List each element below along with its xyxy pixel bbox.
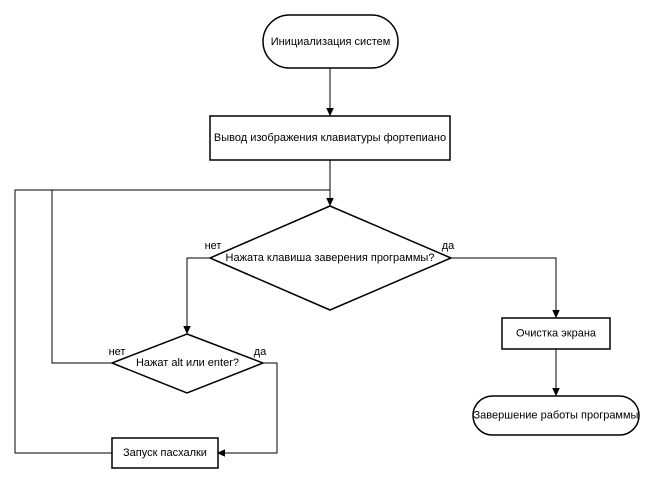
terminator-shape xyxy=(472,395,640,436)
decision-shape xyxy=(109,333,266,394)
node-finish: Завершение работы программы xyxy=(472,395,640,436)
edge-exit-no-to-alt-check xyxy=(187,257,210,333)
node-alt-check: Нажат alt или enter? xyxy=(109,333,266,394)
node-alt-check-label: Нажат alt или enter? xyxy=(136,357,239,369)
node-clear-label: Очистка экрана xyxy=(516,327,597,339)
edge-label-alt-no: нет xyxy=(109,346,126,358)
node-clear: Очистка экрана xyxy=(501,317,611,350)
decision-shape xyxy=(208,205,453,311)
node-exit-check-label: Нажата клавиша заверения программы? xyxy=(226,252,435,264)
edge-easter-egg-loop xyxy=(14,189,331,454)
node-display-label: Вывод изображения клавиатуры фортепиано xyxy=(214,132,446,144)
edge-alt-yes-to-easter-egg xyxy=(218,362,278,453)
node-init-label: Инициализация систем xyxy=(271,36,391,48)
edges xyxy=(14,68,556,454)
edge-label-exit-no: нет xyxy=(205,240,222,252)
process-shape xyxy=(209,115,451,161)
node-easter-egg-label: Запуск пасхалки xyxy=(123,447,207,459)
edge-label-alt-yes: да xyxy=(254,346,267,358)
node-finish-label: Завершение работы программы xyxy=(474,409,639,421)
node-exit-check: Нажата клавиша заверения программы? xyxy=(208,205,453,311)
edge-label-exit-yes: да xyxy=(442,240,455,252)
terminator-shape xyxy=(262,14,399,69)
process-shape xyxy=(111,437,219,469)
process-shape xyxy=(501,317,611,350)
node-init: Инициализация систем xyxy=(262,14,399,69)
node-easter-egg: Запуск пасхалки xyxy=(111,437,219,469)
edge-exit-yes-to-clear xyxy=(451,257,556,317)
edge-labels: нет да нет да xyxy=(109,240,456,358)
node-display: Вывод изображения клавиатуры фортепиано xyxy=(209,115,451,161)
